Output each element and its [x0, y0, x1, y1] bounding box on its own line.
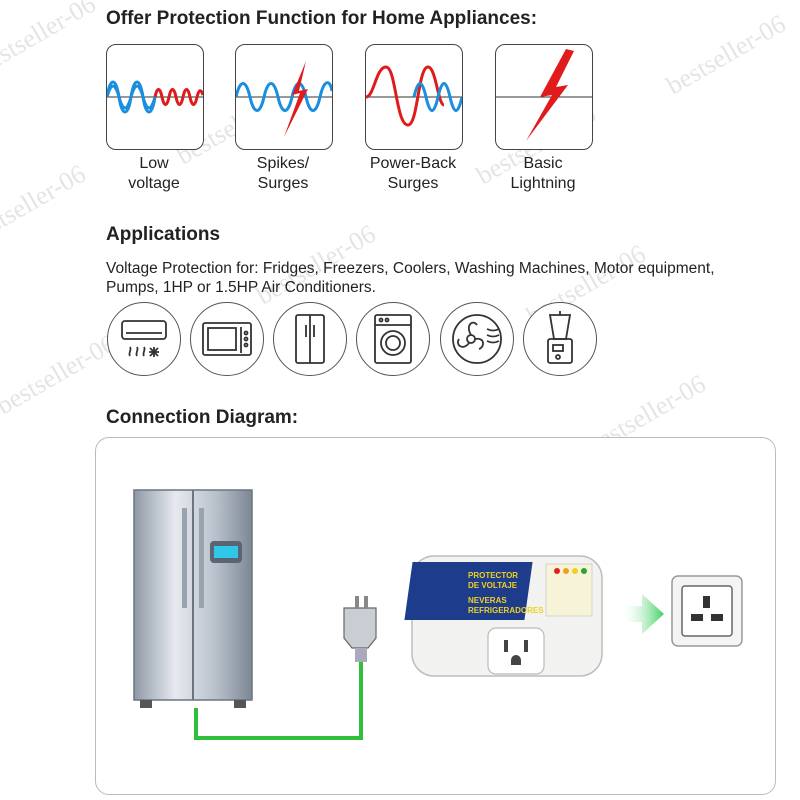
- low-voltage-wave-icon: [106, 44, 204, 150]
- led-green: [581, 568, 587, 574]
- caption-line: Surges: [387, 175, 439, 192]
- wall-socket: [671, 575, 743, 647]
- caption-line: Power-Back: [369, 155, 457, 172]
- led-orange: [563, 568, 569, 574]
- fridge-icon: [273, 302, 347, 376]
- applications-title: Applications: [106, 224, 221, 245]
- washing-machine-icon: [356, 302, 430, 376]
- protector-label: REFRIGERADORES: [468, 606, 544, 615]
- watermark: bestseller-06: [0, 0, 101, 81]
- spike-surge-wave-icon: [235, 44, 333, 150]
- watermark: bestseller-06: [661, 8, 791, 101]
- protector-label: DE VOLTAJE: [468, 581, 518, 590]
- protector-label: NEVERAS: [468, 596, 507, 605]
- power-plug: [343, 596, 377, 662]
- power-back-caption: Power-Back Surges: [353, 154, 473, 194]
- fridge-illustration: [133, 489, 253, 708]
- caption-line: Surges: [257, 175, 309, 192]
- lightning-bolt-icon: [495, 44, 593, 150]
- spike-surge-caption: Spikes/ Surges: [223, 154, 343, 194]
- watermark: bestseller-06: [0, 158, 91, 251]
- voltage-protector-device: PROTECTOR DE VOLTAJE NEVERAS REFRIGERADO…: [404, 555, 603, 677]
- low-voltage-caption: Low voltage: [94, 154, 214, 194]
- led-yellow: [572, 568, 578, 574]
- microwave-icon: [190, 302, 264, 376]
- caption-line: Low: [139, 155, 169, 172]
- protection-section-title: Offer Protection Function for Home Appli…: [106, 8, 538, 29]
- led-red: [554, 568, 560, 574]
- caption-line: voltage: [128, 175, 180, 192]
- watermark: bestseller-06: [0, 328, 121, 421]
- lightning-caption: Basic Lightning: [483, 154, 603, 194]
- blender-icon: [523, 302, 597, 376]
- protector-label: PROTECTOR: [468, 571, 518, 580]
- power-cable: [194, 660, 363, 740]
- caption-line: Basic: [523, 155, 563, 172]
- connection-diagram-title: Connection Diagram:: [106, 407, 299, 428]
- green-arrow: [624, 594, 664, 634]
- connection-diagram: PROTECTOR DE VOLTAJE NEVERAS REFRIGERADO…: [95, 437, 776, 795]
- caption-line: Lightning: [510, 175, 576, 192]
- applications-description: Voltage Protection for: Fridges, Freezer…: [106, 260, 715, 296]
- fan-motor-icon: [440, 302, 514, 376]
- air-conditioner-icon: [107, 302, 181, 376]
- caption-line: Spikes/: [256, 155, 310, 172]
- power-back-wave-icon: [365, 44, 463, 150]
